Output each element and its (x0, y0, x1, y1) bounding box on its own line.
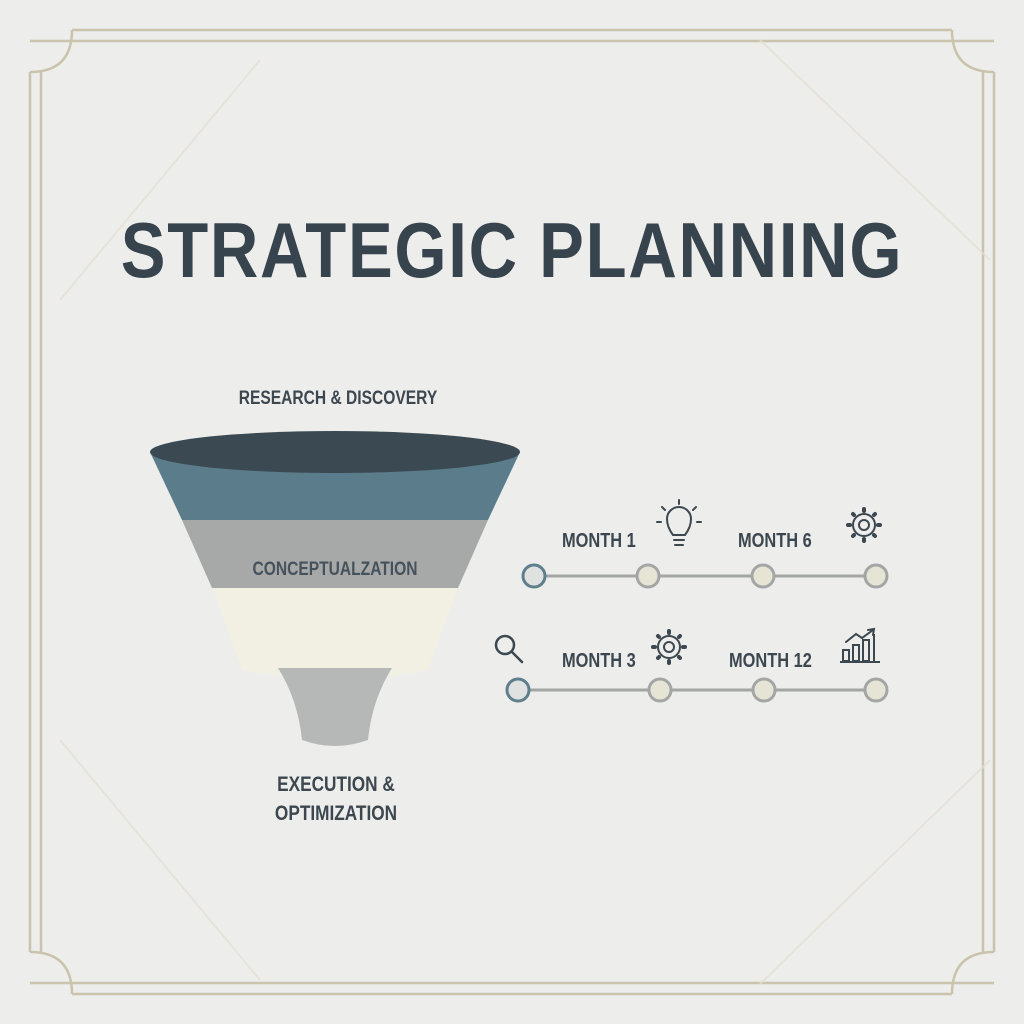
timeline-node (751, 677, 777, 703)
stage-label-conceptualization: CONCEPTUALZATION (252, 559, 418, 580)
timeline-node (863, 677, 889, 703)
lightbulb-icon (656, 499, 702, 546)
timeline-node-start (505, 677, 531, 703)
funnel-stage-execution (278, 668, 392, 746)
milestone-label-month-6: MONTH 6 (738, 530, 812, 552)
timeline-row-1 (521, 563, 889, 589)
stage-label-execution: EXECUTION & OPTIMIZATION (274, 773, 398, 825)
milestone-label-month-12: MONTH 12 (729, 650, 812, 672)
gear-icon (846, 507, 882, 543)
timeline-node (863, 563, 889, 589)
timeline-node-start (521, 563, 547, 589)
funnel-rim (150, 431, 520, 473)
stage-label-research: RESEARCH & DISCOVERY (238, 388, 438, 409)
magnifier-icon (494, 634, 524, 664)
timeline-node (750, 563, 776, 589)
timeline-node (647, 677, 673, 703)
timeline-node (635, 563, 661, 589)
funnel-stage-blank (212, 588, 458, 679)
gear-icon (651, 629, 687, 665)
timeline-row-2 (505, 677, 889, 703)
page-title: STRATEGIC PLANNING (120, 206, 904, 294)
growth-chart-icon (840, 627, 880, 663)
funnel-stage-conceptualization (182, 520, 488, 588)
milestone-label-month-3: MONTH 3 (562, 650, 636, 672)
milestone-label-month-1: MONTH 1 (562, 530, 636, 552)
